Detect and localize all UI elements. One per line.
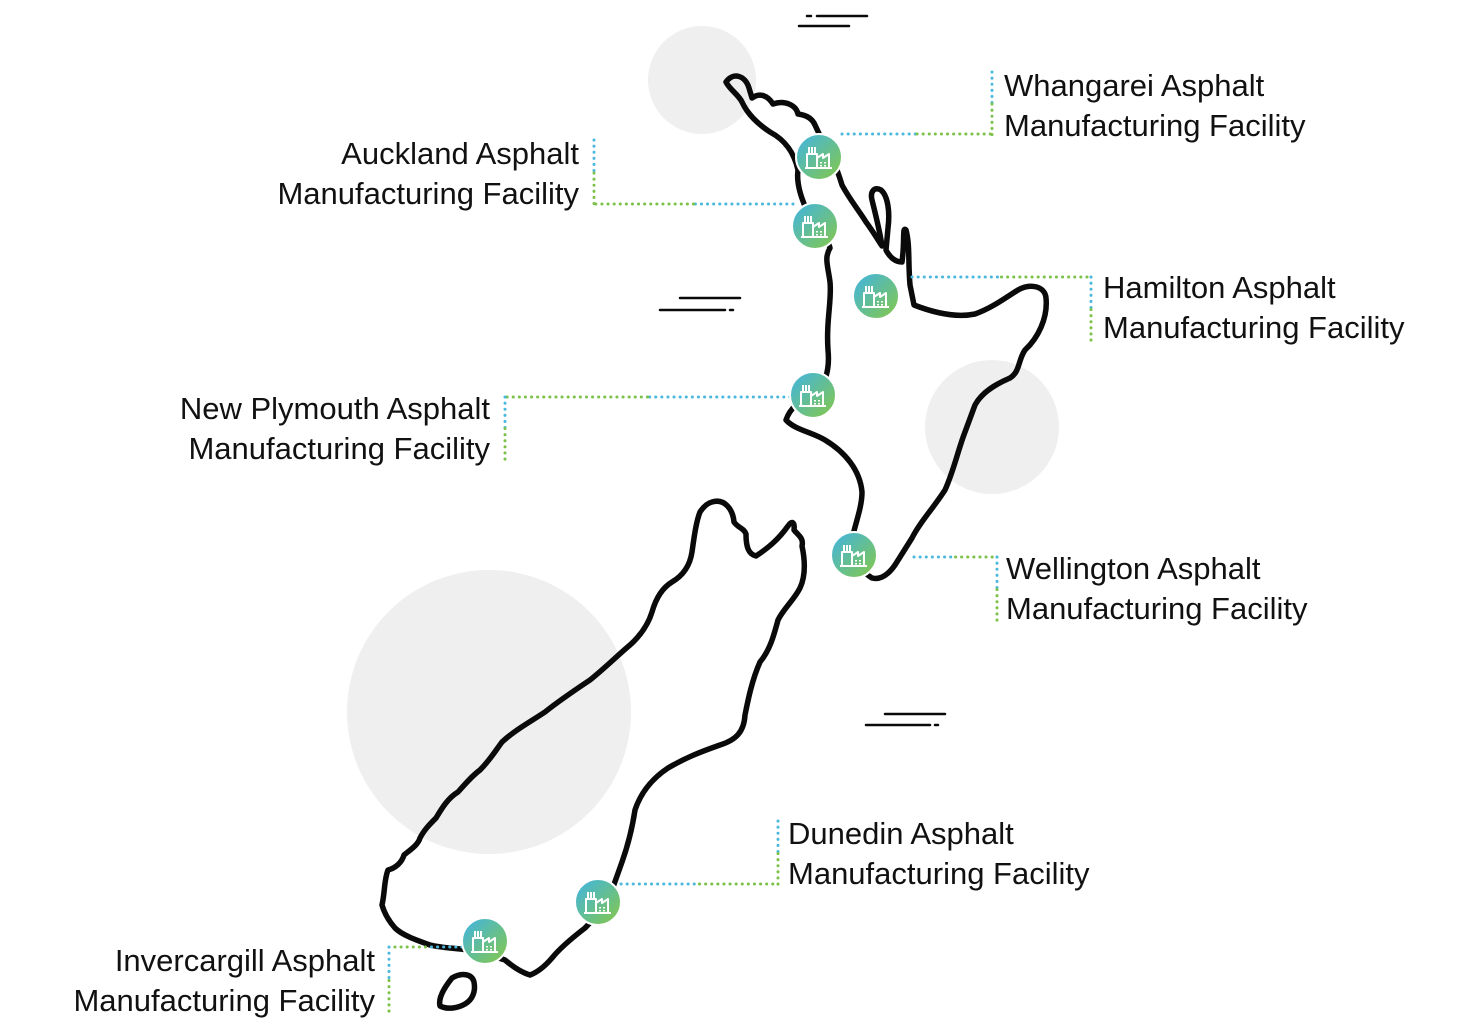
pin-auckland[interactable] — [791, 202, 839, 250]
wind-line-mid — [658, 296, 742, 312]
factory-icon — [801, 216, 828, 238]
label-wellington: Wellington Asphalt Manufacturing Facilit… — [1006, 549, 1308, 629]
label-dunedin: Dunedin Asphalt Manufacturing Facility — [788, 814, 1090, 894]
label-whangarei-line1: Whangarei Asphalt — [1004, 68, 1265, 103]
label-dunedin-line1: Dunedin Asphalt — [788, 816, 1014, 851]
pin-wellington[interactable] — [830, 531, 878, 579]
stewart-island-outline — [436, 971, 478, 1011]
label-wellington-line2: Manufacturing Facility — [1006, 591, 1308, 626]
label-invercargill-line2: Manufacturing Facility — [73, 983, 375, 1018]
pin-whangarei[interactable] — [795, 133, 843, 181]
label-dunedin-line2: Manufacturing Facility — [788, 856, 1090, 891]
label-new-plymouth-line2: Manufacturing Facility — [188, 431, 490, 466]
label-hamilton-line2: Manufacturing Facility — [1103, 310, 1405, 345]
pin-hamilton[interactable] — [852, 272, 900, 320]
label-invercargill-line1: Invercargill Asphalt — [114, 943, 375, 978]
label-wellington-line1: Wellington Asphalt — [1006, 551, 1261, 586]
background-bubbles — [347, 26, 1059, 854]
pin-dunedin[interactable] — [574, 878, 622, 926]
label-new-plymouth-line1: New Plymouth Asphalt — [179, 391, 490, 426]
factory-icon — [471, 931, 498, 953]
label-invercargill: Invercargill Asphalt Manufacturing Facil… — [73, 941, 375, 1021]
leader-lines — [387, 70, 1093, 1016]
factory-icon — [840, 545, 867, 567]
factory-icon — [862, 286, 889, 308]
pin-invercargill[interactable] — [461, 917, 509, 965]
label-whangarei: Whangarei Asphalt Manufacturing Facility — [1004, 66, 1306, 146]
label-hamilton: Hamilton Asphalt Manufacturing Facility — [1103, 268, 1405, 348]
wind-lines — [658, 14, 947, 727]
label-auckland: Auckland Asphalt Manufacturing Facility — [277, 134, 579, 214]
facility-pins — [461, 133, 900, 965]
label-hamilton-line1: Hamilton Asphalt — [1103, 270, 1336, 305]
factory-icon — [584, 892, 611, 914]
wind-line-top — [797, 14, 869, 28]
label-whangarei-line2: Manufacturing Facility — [1004, 108, 1306, 143]
label-auckland-line1: Auckland Asphalt — [341, 136, 579, 171]
bubble-east — [925, 360, 1059, 494]
label-auckland-line2: Manufacturing Facility — [277, 176, 579, 211]
factory-icon — [805, 147, 832, 169]
wind-line-low — [864, 712, 947, 727]
bubble-south — [347, 570, 631, 854]
factory-icon — [799, 385, 826, 407]
north-island-outline — [723, 73, 1049, 582]
bubble-north — [648, 26, 756, 134]
label-new-plymouth: New Plymouth Asphalt Manufacturing Facil… — [180, 389, 490, 469]
pin-new-plymouth[interactable] — [789, 371, 837, 419]
